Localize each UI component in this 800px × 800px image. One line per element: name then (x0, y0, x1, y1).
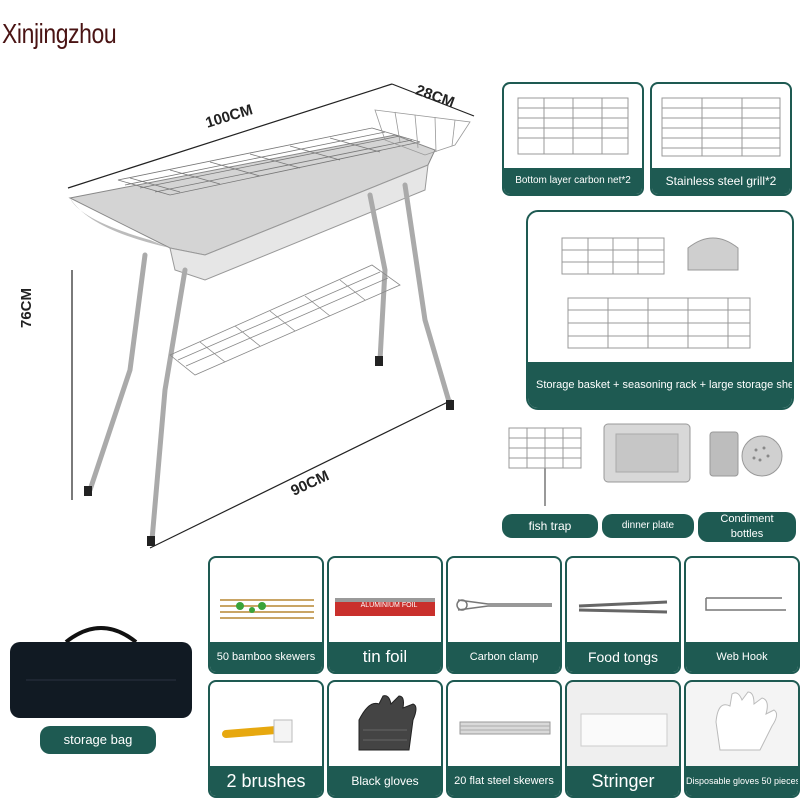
black-gloves-image (358, 695, 417, 751)
card-label: Stainless steel grill*2 (652, 168, 790, 194)
card-label: 20 flat steel skewers (448, 766, 560, 796)
card-stringer: Stringer (565, 680, 681, 798)
card-label: Storage basket + seasoning rack + large … (528, 362, 792, 408)
card-label: 2 brushes (210, 766, 322, 796)
tin-foil-image (335, 598, 435, 616)
condiment-bottles-image (709, 431, 783, 477)
fish-trap-image (508, 427, 582, 506)
card-label: tin foil (329, 642, 441, 672)
card-label: Disposable gloves 50 pieces (686, 766, 798, 796)
label-condiment-bottles: Condiment bottles (698, 512, 796, 542)
food-tongs-image (578, 600, 668, 614)
card-label: 50 bamboo skewers (210, 642, 322, 672)
card-tin-foil: ALUMINIUM FOIL tin foil (327, 556, 443, 674)
steel-grill-image (661, 97, 781, 157)
label-dinner-plate: dinner plate (602, 514, 694, 538)
card-brushes: 2 brushes (208, 680, 324, 798)
carbon-net-image (517, 97, 629, 155)
card-label: Food tongs (567, 642, 679, 672)
card-black-gloves: Black gloves (327, 680, 443, 798)
card-stainless-grill: Stainless steel grill*2 (650, 82, 792, 196)
dimension-height: 76CM (18, 287, 35, 328)
grill-illustration (67, 83, 475, 549)
card-food-tongs: Food tongs (565, 556, 681, 674)
storage-bag-image (10, 626, 192, 718)
flat-skewers-image (459, 721, 551, 735)
card-web-hook: Web Hook (684, 556, 800, 674)
card-label: Web Hook (686, 642, 798, 672)
card-label: Bottom layer carbon net*2 (504, 168, 642, 194)
stringer-image (580, 713, 668, 747)
card-disposable-gloves: Disposable gloves 50 pieces (684, 680, 800, 798)
label-storage-bag: storage bag (40, 726, 156, 754)
carbon-clamp-image (456, 599, 552, 611)
card-flat-steel-skewers: 20 flat steel skewers (446, 680, 562, 798)
web-hook-image (705, 597, 786, 611)
brand-title: Xinjingzhou (2, 18, 117, 49)
card-label: Carbon clamp (448, 642, 560, 672)
label-fish-trap: fish trap (502, 514, 598, 538)
card-storage-set: Storage basket + seasoning rack + large … (526, 210, 794, 410)
card-label: Stringer (567, 766, 679, 796)
storage-set-image (561, 237, 751, 349)
card-bamboo-skewers: 50 bamboo skewers (208, 556, 324, 674)
bamboo-skewers-image (220, 599, 314, 619)
disposable-gloves-image (715, 691, 778, 751)
card-label: Black gloves (329, 766, 441, 796)
tin-foil-box-text: ALUMINIUM FOIL (360, 602, 418, 609)
card-carbon-clamp: Carbon clamp (446, 556, 562, 674)
card-bottom-carbon-net: Bottom layer carbon net*2 (502, 82, 644, 196)
brush-image (222, 719, 293, 743)
dinner-plate-image (603, 423, 691, 483)
